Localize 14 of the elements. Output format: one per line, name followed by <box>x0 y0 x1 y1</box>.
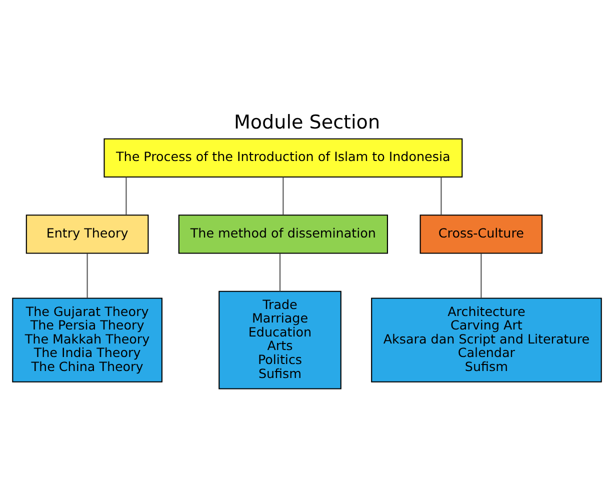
node-box: The Process of the Introduction of Islam to Indonesia <box>104 138 463 178</box>
diagram-title: Module Section <box>234 111 380 134</box>
node-box: The method of dissemination <box>178 214 388 254</box>
connector <box>282 176 284 214</box>
connector <box>86 253 88 298</box>
node-box: The Gujarat Theory The Persia Theory The Makkah Theory The India Theory The China Theory <box>12 297 162 382</box>
node-box: Architecture Carving Art Aksara dan Script and Literature Calendar Sufism <box>371 297 602 382</box>
connector <box>440 176 442 214</box>
node-box: Entry Theory <box>26 214 149 254</box>
connector <box>126 176 127 214</box>
node-box: Cross-Culture <box>420 214 543 254</box>
node-box: Trade Marriage Education Arts Politics Sufism <box>218 290 342 389</box>
connector <box>480 253 482 298</box>
connector <box>279 253 281 291</box>
